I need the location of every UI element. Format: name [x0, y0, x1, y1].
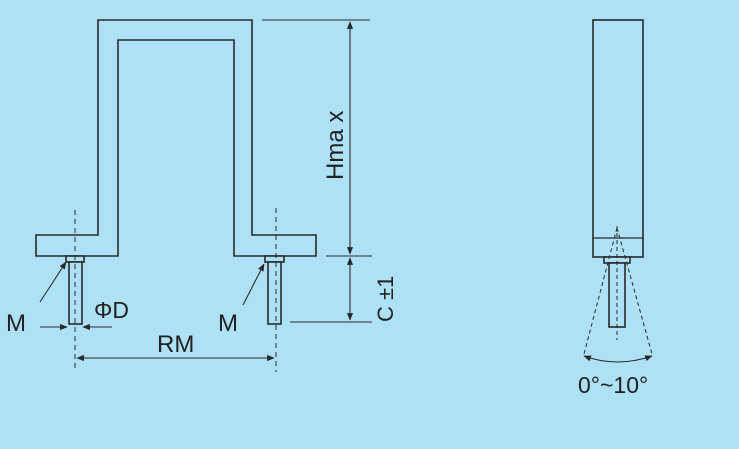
handle-body [35, 19, 317, 257]
m-right-leader [242, 263, 265, 306]
tilt-angle-arc [583, 355, 653, 363]
side-view [583, 19, 653, 363]
tilt-line-left [583, 227, 618, 355]
side-handle-body [592, 19, 644, 258]
label-h-max: Hma x [322, 111, 349, 180]
label-m-left: M [6, 310, 26, 337]
label-phi-d: ΦD [94, 297, 129, 323]
label-rm: RM [157, 331, 194, 358]
m-left-leader-diag [39, 261, 67, 303]
label-m-right: M [218, 310, 238, 337]
tilt-line-right [616, 227, 653, 355]
label-c-tol: C ±1 [373, 276, 398, 322]
right-stud [264, 255, 285, 325]
label-angle: 0°~10° [578, 372, 648, 398]
front-view [35, 19, 372, 372]
